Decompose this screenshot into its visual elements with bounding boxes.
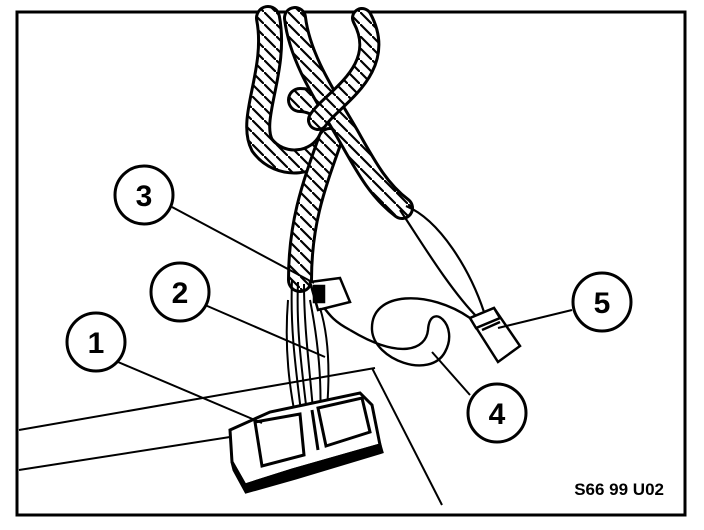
callout-3-label: 3 xyxy=(136,180,153,213)
wiring-harness-right xyxy=(283,6,414,220)
figure-frame xyxy=(15,10,687,517)
wires-to-connector-5 xyxy=(399,204,486,319)
wire-loop-4 xyxy=(321,297,471,367)
callout-2: 2 xyxy=(149,261,211,323)
callout-1: 1 xyxy=(65,311,127,373)
control-unit-1 xyxy=(228,391,384,494)
callout-5: 5 xyxy=(571,271,633,333)
callout-5-label: 5 xyxy=(594,287,611,320)
callout-4: 4 xyxy=(466,382,528,444)
callout-4-label: 4 xyxy=(489,398,506,431)
figure-reference-code: S66 99 U02 xyxy=(574,480,664,499)
connector-3 xyxy=(308,276,352,312)
floor-edge-lines xyxy=(18,367,443,506)
connector-5 xyxy=(468,306,522,364)
callout-2-label: 2 xyxy=(172,277,189,310)
callout-3: 3 xyxy=(113,164,175,226)
callout-1-label: 1 xyxy=(88,327,105,360)
leader-lines xyxy=(117,206,573,424)
